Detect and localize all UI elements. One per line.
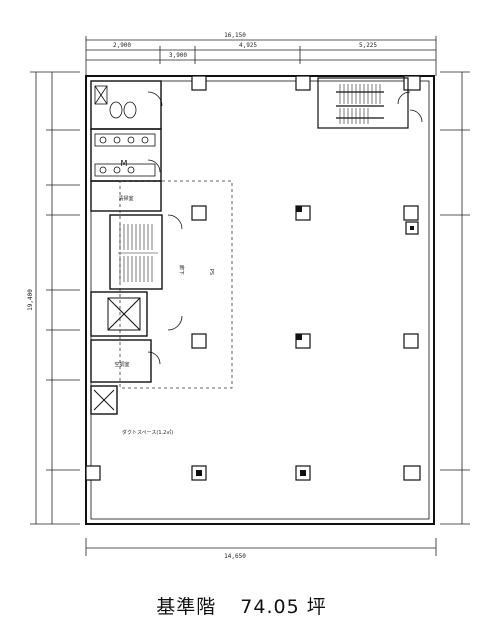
ps-label: PS [208,269,214,275]
column-cores [196,206,414,476]
top-dimension-4: 5,225 [359,42,377,49]
floor-caption: 基準階 74.05 坪 [0,592,483,619]
wc-men-label: M [121,159,128,168]
duct-space-note: ダクトスペース(1.2㎡) [122,429,173,436]
elevator-shaft [107,297,141,331]
floor-label: 基準階 [156,596,217,618]
service-core-left [90,80,163,415]
top-dimension-3: 4,925 [239,42,257,49]
dumbwaiter-shaft [93,389,115,411]
floor-area: 74.05 [240,596,300,618]
area-unit: 坪 [306,596,327,618]
air-room-label: 空調室 [114,361,129,368]
stair-core-right [317,77,409,129]
cleaning-room-label: 清掃室 [118,195,133,202]
hall-label: 廊下 [178,265,185,275]
toilet-fixtures [94,85,156,177]
top-total-dimension: 16,150 [224,32,246,39]
stair-treads-left [118,224,158,282]
floor-plan: 16,150 2,900 3,900 4,925 5,225 14,650 19… [27,32,470,560]
bottom-total-dimension: 14,650 [224,553,246,560]
top-dimension-2: 3,900 [169,52,187,59]
door-swings [147,91,423,365]
top-dimension-1: 2,900 [113,42,131,49]
dashed-boundary [119,180,233,389]
left-total-dimension: 19,400 [27,289,34,311]
stair-treads-right [339,84,381,124]
